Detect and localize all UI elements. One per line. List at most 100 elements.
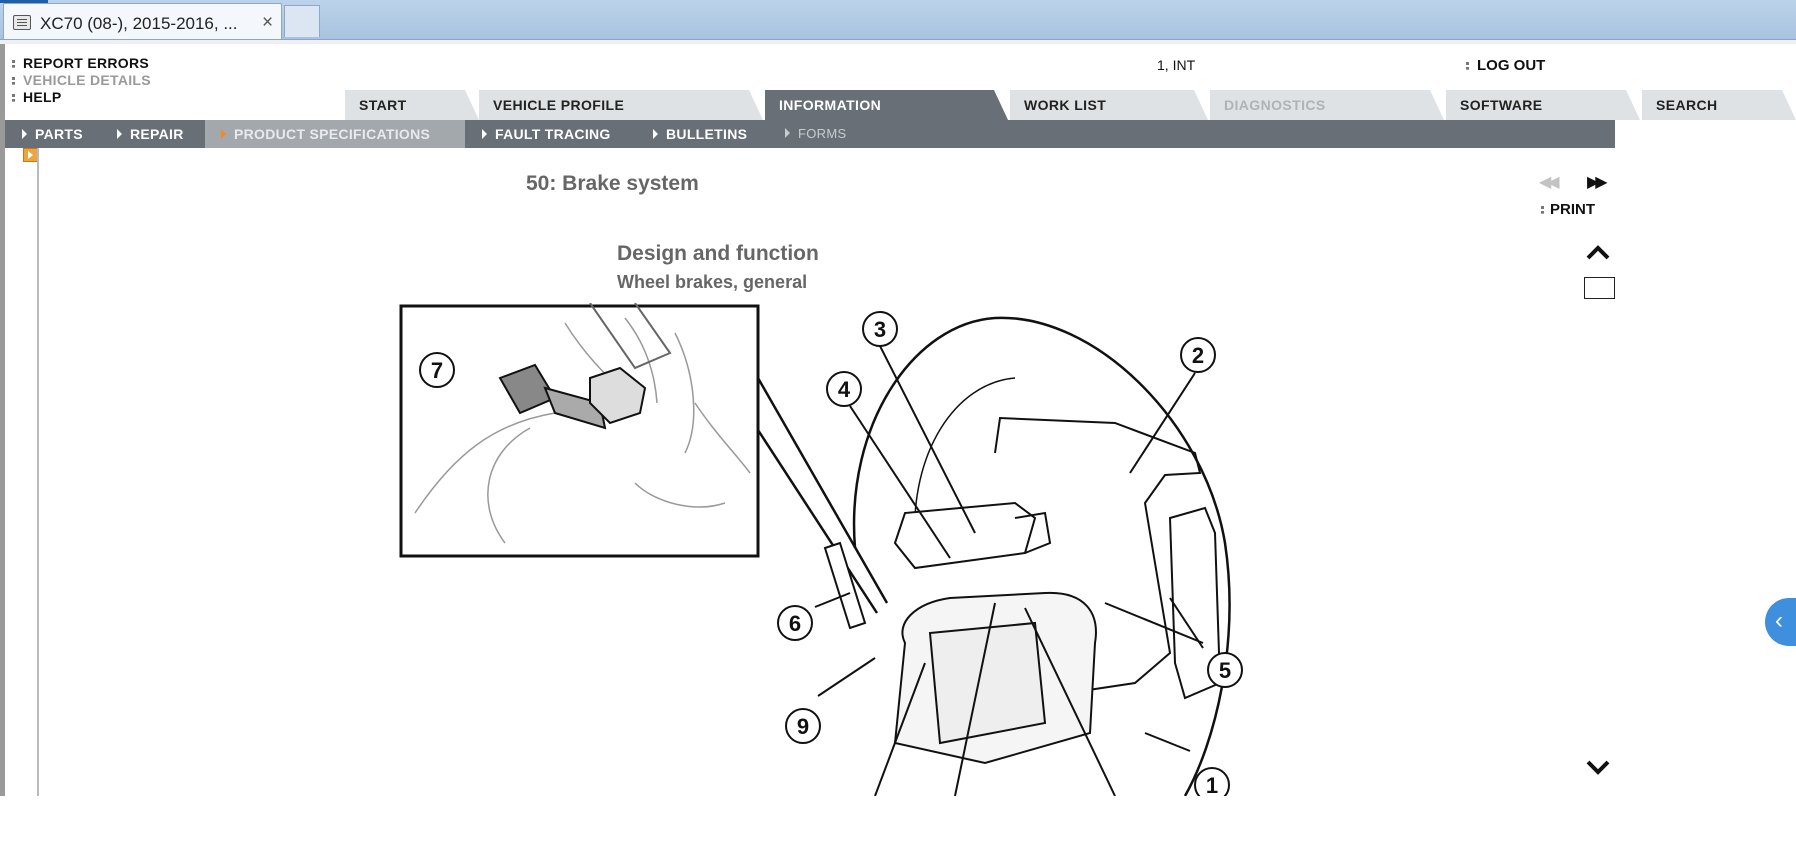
svg-text:2: 2: [1192, 343, 1204, 368]
tab-work-list[interactable]: WORK LIST: [1010, 90, 1208, 120]
page-footer-area: [0, 796, 1796, 843]
inset-sketch: [414, 317, 751, 544]
subnav-parts-label: PARTS: [35, 126, 83, 142]
callout-leader: [874, 662, 926, 796]
bullet-icon: [12, 94, 15, 102]
sub-navigation-bar: PARTS REPAIR PRODUCT SPECIFICATIONS FAUL…: [5, 120, 1615, 148]
scroll-down-icon[interactable]: [1583, 757, 1613, 779]
subnav-repair-label: REPAIR: [130, 126, 184, 142]
subnav-fault-tracing-label: FAULT TRACING: [495, 126, 611, 142]
callout-7: 7: [419, 352, 455, 388]
bleed-valve-nut: [589, 366, 647, 425]
subnav-fault-tracing[interactable]: FAULT TRACING: [482, 120, 611, 148]
subnav-product-specifications-label: PRODUCT SPECIFICATIONS: [234, 126, 431, 142]
pin-icon[interactable]: [23, 148, 38, 162]
triangle-right-icon: [482, 129, 487, 139]
guide-pin: [893, 501, 1037, 570]
triangle-right-icon: [785, 128, 790, 138]
chevron-left-icon[interactable]: ‹: [1765, 598, 1796, 646]
bullet-icon: [1466, 62, 1469, 70]
app-left-border: [0, 44, 5, 804]
triangle-right-icon: [22, 129, 27, 139]
new-tab-button[interactable]: [284, 5, 320, 37]
document-icon: [13, 15, 31, 30]
close-icon[interactable]: ×: [262, 12, 274, 33]
bleeder-nipple: [823, 541, 867, 630]
subnav-forms[interactable]: FORMS: [785, 120, 846, 148]
help-label: HELP: [23, 89, 62, 105]
bleed-valve-thread: [543, 386, 607, 430]
subnav-bulletins-label: BULLETINS: [666, 126, 748, 142]
callout-1: 1: [1194, 767, 1230, 796]
tab-vehicle-profile[interactable]: VEHICLE PROFILE: [479, 90, 763, 120]
report-errors-link[interactable]: REPORT ERRORS: [12, 55, 149, 71]
callout-4: 4: [826, 371, 862, 407]
inset-leader-line: [756, 429, 879, 614]
inset-leader-line: [756, 377, 889, 604]
logout-link[interactable]: LOG OUT: [1466, 57, 1545, 74]
callout-leader: [1129, 372, 1196, 474]
callout-leader: [954, 602, 996, 796]
callout-9: 9: [785, 708, 821, 744]
checkbox[interactable]: [1584, 277, 1615, 299]
triangle-right-icon: [221, 129, 226, 139]
svg-text:6: 6: [789, 611, 801, 636]
callout-leader: [817, 657, 876, 697]
callout-leader: [879, 345, 976, 534]
callout-leader: [849, 405, 951, 559]
document-subtitle: Wheel brakes, general: [617, 272, 808, 292]
callout-leader: [814, 592, 851, 608]
callout-6: 6: [777, 605, 813, 641]
callout-2: 2: [1180, 337, 1216, 373]
svg-text:3: 3: [874, 317, 886, 342]
triangle-right-icon: [117, 129, 122, 139]
callout-3: 3: [862, 311, 898, 347]
bullet-icon: [12, 77, 15, 85]
caliper-bracket: [994, 416, 1202, 700]
callout-leader: [1024, 607, 1116, 796]
user-id: 1, INT: [1157, 57, 1196, 73]
previous-page-icon[interactable]: ◀◀: [1539, 174, 1560, 191]
content-frame-border: [37, 148, 39, 796]
logout-label: LOG OUT: [1477, 57, 1546, 74]
subnav-parts[interactable]: PARTS: [22, 120, 83, 148]
report-errors-label: REPORT ERRORS: [23, 55, 150, 71]
print-button[interactable]: PRINT: [1541, 201, 1595, 218]
svg-text:7: 7: [431, 358, 443, 383]
tab-information[interactable]: INFORMATION: [765, 90, 1008, 120]
triangle-right-icon: [653, 129, 658, 139]
tab-search[interactable]: SEARCH: [1642, 90, 1796, 120]
svg-text:9: 9: [797, 714, 809, 739]
subnav-product-specifications[interactable]: PRODUCT SPECIFICATIONS: [205, 120, 465, 148]
svg-text:4: 4: [838, 377, 851, 402]
brake-disc-inner: [913, 377, 1016, 544]
vehicle-details-link[interactable]: VEHICLE DETAILS: [12, 72, 151, 88]
vehicle-details-label: VEHICLE DETAILS: [23, 72, 151, 88]
browser-tab[interactable]: XC70 (08-), 2015-2016, ... ×: [3, 3, 282, 39]
subnav-bulletins[interactable]: BULLETINS: [653, 120, 747, 148]
browser-tab-title: XC70 (08-), 2015-2016, ...: [40, 14, 238, 33]
scroll-up-icon[interactable]: [1583, 241, 1613, 263]
svg-text:5: 5: [1219, 658, 1231, 683]
callout-leader: [1144, 732, 1191, 752]
tab-diagnostics[interactable]: DIAGNOSTICS: [1210, 90, 1444, 120]
next-page-icon[interactable]: ▶▶: [1587, 174, 1608, 191]
callout-leader: [1104, 602, 1204, 644]
browser-tab-strip: XC70 (08-), 2015-2016, ... ×: [0, 0, 1796, 40]
callout-leader: [1169, 597, 1204, 649]
tab-software[interactable]: SOFTWARE: [1446, 90, 1640, 120]
separator: [0, 40, 1796, 44]
help-link[interactable]: HELP: [12, 89, 62, 105]
tab-start[interactable]: START: [345, 90, 479, 120]
print-label: PRINT: [1550, 201, 1595, 218]
brake-diagram: 3 2 4 7 6 5 9 1: [399, 303, 1243, 796]
guide-pin-thread: [1014, 511, 1052, 554]
bullet-icon: [1541, 206, 1544, 214]
caliper-piston: [928, 621, 1047, 745]
tab-strip-accent: [0, 0, 48, 3]
bullet-icon: [12, 60, 15, 68]
bleed-hose: [589, 303, 672, 370]
document-title: Design and function: [617, 242, 819, 265]
callout-5: 5: [1207, 652, 1243, 688]
subnav-repair[interactable]: REPAIR: [117, 120, 184, 148]
